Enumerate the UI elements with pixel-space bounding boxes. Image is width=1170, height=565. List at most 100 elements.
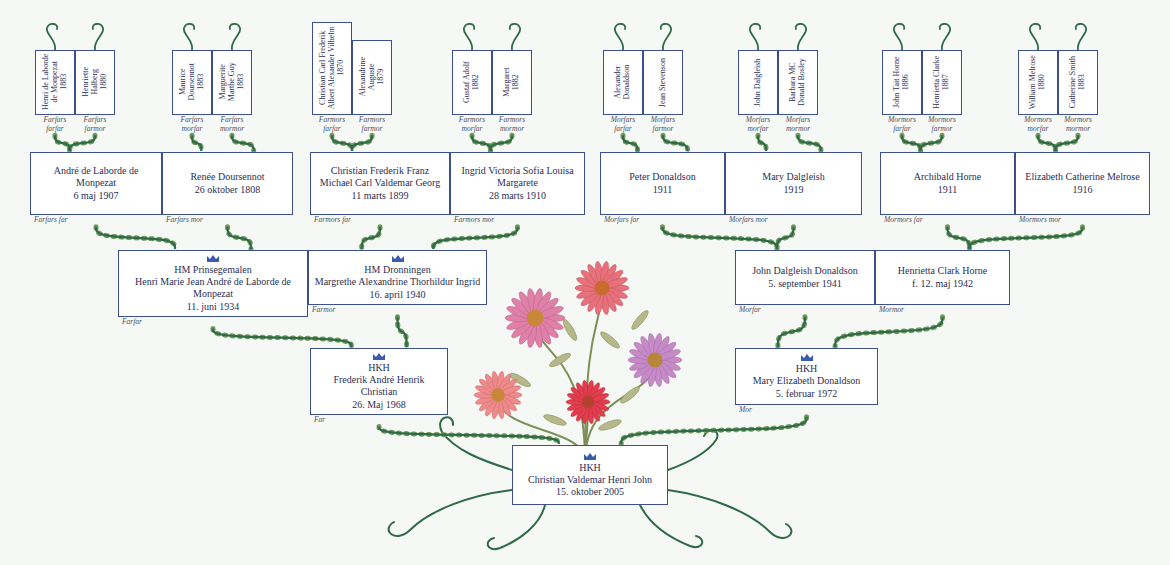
rotated-text: Maurice Doursennot1883 — [178, 53, 206, 110]
royal-person-box: HKHMary Elizabeth Donaldson5. februar 19… — [735, 348, 878, 415]
person-text: 26 oktober 1808 — [195, 184, 261, 196]
vine-leaves — [192, 135, 201, 151]
person-name: John Dalgleish Donaldson — [752, 265, 858, 277]
person-text: 1879 — [376, 43, 385, 110]
vine-connector — [902, 135, 921, 151]
crown-symbol — [391, 254, 405, 263]
name-frame: HM DronningenMargrethe Alexandrine Thorh… — [308, 250, 487, 305]
person-text: 1916 — [1073, 184, 1093, 196]
rotated-text: Catherine Smith1883 — [1068, 54, 1086, 111]
person-name: Margaret — [502, 54, 511, 111]
person-name: John Dalgleish — [753, 54, 762, 111]
vine-leaves — [398, 317, 407, 347]
person-name: Henrietta Clarke — [932, 54, 941, 111]
crown-symbol — [392, 255, 404, 262]
person-text: 1883 — [196, 53, 205, 110]
ancestor-box: Maurice Doursennot1883Farfars morfar — [172, 50, 212, 133]
vine-connector — [621, 417, 806, 444]
tendril — [1076, 24, 1086, 50]
flower-stem — [585, 288, 602, 462]
tendril — [668, 490, 791, 538]
ancestor-box: Christian Carl Frederik Albert Alexander… — [312, 22, 352, 133]
vine-leaves — [621, 417, 806, 444]
vine-connector — [1056, 135, 1079, 151]
person-text: 1883 — [59, 53, 68, 110]
vine-leaves — [332, 135, 352, 151]
relation-label: Morfars far — [600, 215, 725, 225]
person-name: Ingrid Victoria Sofia Louisa Margarete — [456, 165, 579, 189]
name-frame: John Dalgleish — [738, 50, 778, 115]
vine-leaves — [491, 135, 513, 151]
tendril — [640, 505, 702, 547]
relation-label: Morfars farfar — [603, 115, 643, 133]
ancestor-box: Renée Doursennot26 oktober 1808Farfars m… — [162, 152, 293, 225]
person-text: 1880 — [1038, 54, 1047, 111]
crown-symbol — [800, 353, 814, 362]
person-text: Christian Valdemar Henri John — [528, 474, 652, 486]
person-text: 1911 — [938, 184, 958, 196]
rotated-text: Alexander Donaldson — [613, 54, 631, 111]
relation-label: Morfar — [735, 305, 875, 315]
person-name: Henrietta Clark Horne — [898, 265, 987, 277]
name-frame: HM PrinsegemalenHenri Marie Jean André d… — [118, 250, 308, 317]
rotated-text: Henri de Laborde de Monpezat1883 — [41, 53, 69, 110]
crown-symbol — [584, 453, 596, 460]
person-text: 1911 — [653, 184, 673, 196]
person-text: 11 marts 1899 — [352, 190, 409, 202]
name-frame: Archibald Horne1911 — [880, 152, 1015, 215]
tendril — [661, 24, 671, 50]
person-name: Alexandrine Auguste — [358, 43, 376, 110]
person-text: Henri Marie Jean André de Laborde de Mon… — [124, 276, 302, 300]
vine-leaves — [433, 227, 517, 249]
ancestor-box: Margaret1882Farmors mormor — [492, 50, 532, 133]
person-text: 5. februar 1972 — [776, 388, 837, 400]
vine-leaves — [663, 227, 778, 249]
vine-connector — [379, 426, 559, 444]
person-name: Catherine Smith — [1068, 54, 1077, 111]
person-name: Peter Donaldson — [629, 171, 695, 183]
vine-leaves — [777, 227, 794, 249]
ancestor-box: John DalgleishMorfars morfar — [738, 50, 778, 133]
person-name: Christian Carl Frederik Albert Alexander… — [318, 25, 336, 110]
relation-label: Farmors mor — [450, 215, 585, 225]
person-text: 1883 — [1078, 54, 1087, 111]
ancestor-box: Jean StevensonMorfars farmor — [643, 50, 683, 133]
name-frame: Henrietta Clark Hornef. 12. maj 1942 — [875, 250, 1010, 305]
tendrils — [47, 24, 1086, 50]
person-text: 1882 — [472, 54, 481, 111]
flower-center — [491, 388, 504, 401]
relation-label: Mormors mormor — [1058, 115, 1098, 133]
crown-symbol — [372, 352, 386, 361]
flower-center — [527, 310, 544, 327]
sage-leaf — [598, 418, 623, 433]
person-name: HM Prinsegemalen — [174, 264, 252, 276]
tendril — [894, 24, 904, 50]
person-text: Mary Elizabeth Donaldson — [753, 375, 861, 387]
name-frame: Alexandrine Auguste1879 — [352, 40, 392, 115]
vine-connector — [228, 227, 252, 249]
name-frame: John Dalgleish Donaldson5. september 194… — [735, 250, 875, 305]
ancestor-box: Ingrid Victoria Sofia Louisa Margarete28… — [450, 152, 585, 225]
ancestor-box: Marguerite Marthe Guy1883Farfars mormor — [212, 50, 252, 133]
vine-leaves — [623, 135, 638, 151]
tendril — [668, 430, 717, 470]
tendril — [615, 24, 625, 50]
relation-label: Mormors mor — [1015, 215, 1150, 225]
name-frame: Barbara MC Donald Bosley — [778, 50, 818, 115]
relation-label: Farfars farfar — [35, 115, 75, 133]
name-frame: Peter Donaldson1911 — [600, 152, 725, 215]
relation-label: Farfars farmor — [75, 115, 115, 133]
rotated-text: John Dalgleish — [753, 54, 762, 111]
person-text: Margrethe Alexandrine Thorhildur Ingrid — [315, 276, 480, 288]
rotated-text: Barbara MC Donald Bosley — [788, 54, 806, 111]
name-frame: Christian Carl Frederik Albert Alexander… — [312, 22, 352, 115]
crown-symbol — [583, 452, 597, 461]
person-name: Christian Frederik Franz Michael Carl Va… — [316, 165, 444, 189]
ancestor-box: John Tait Horne1886Mormors farfar — [882, 50, 922, 133]
ancestor-box: Christian Frederik Franz Michael Carl Va… — [310, 152, 450, 225]
relation-label: Far — [310, 415, 448, 425]
rotated-text: Henriette Halberg1880 — [81, 53, 109, 110]
flower-center — [594, 280, 609, 295]
vine-connector — [777, 227, 794, 249]
relation-label: Farmors far — [310, 215, 450, 225]
